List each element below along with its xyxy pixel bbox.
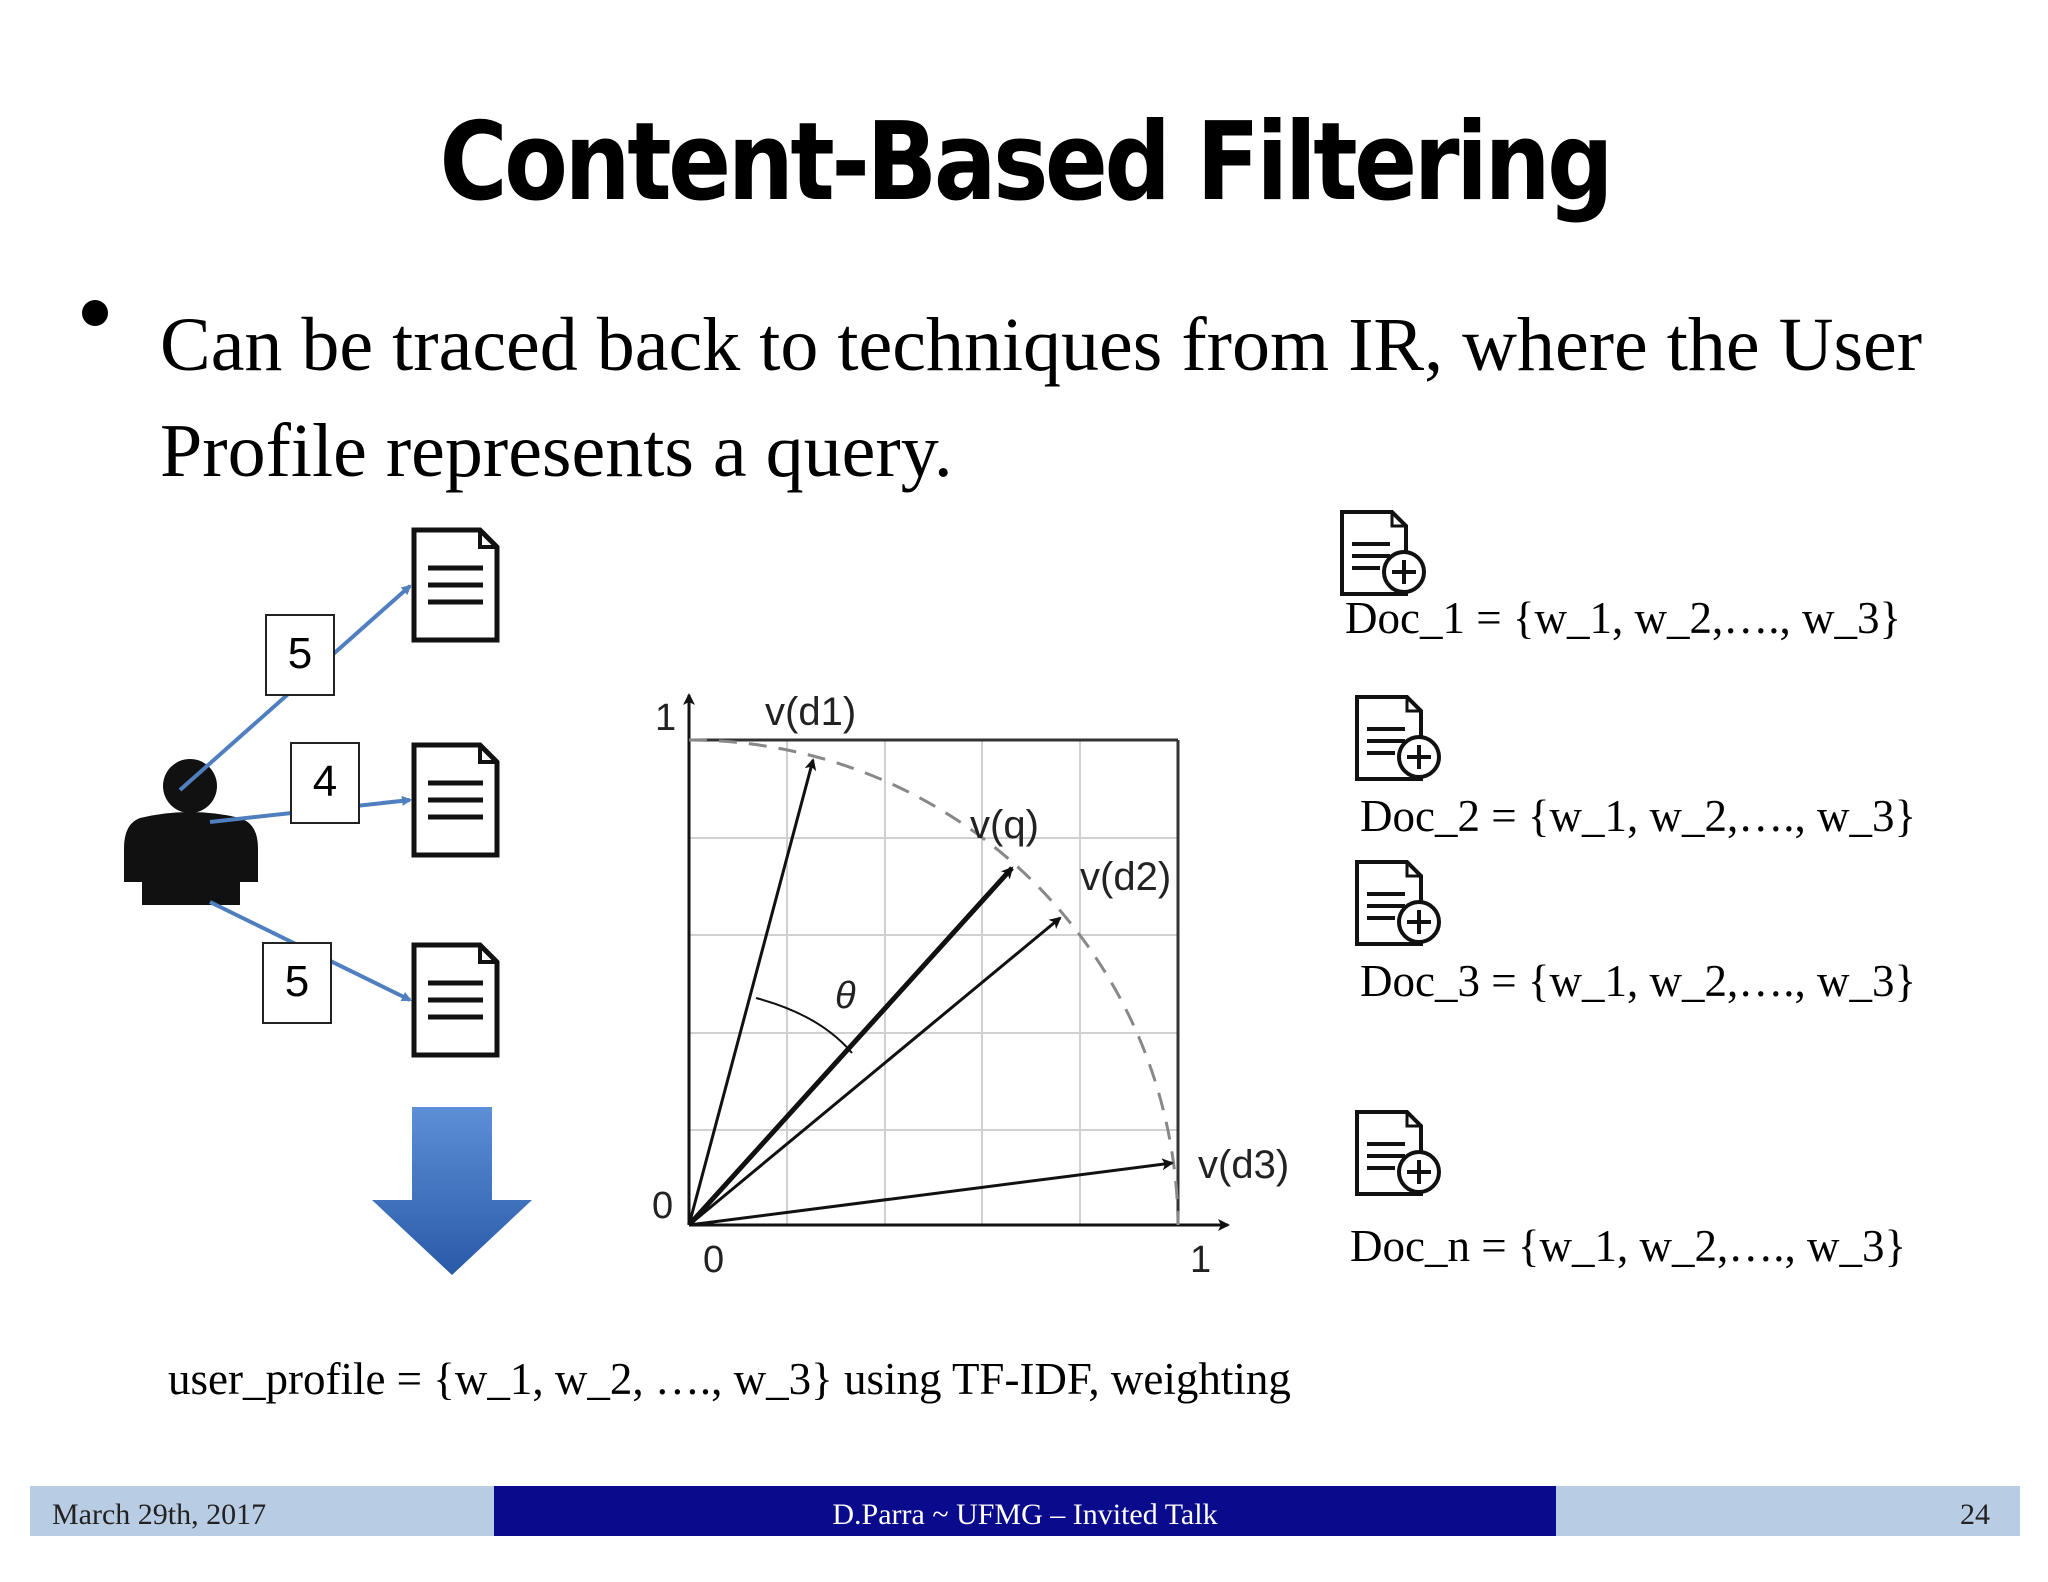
vector-d2 [688,916,1062,1227]
vector-label: v(d1) [765,690,856,734]
document-vector-text: Doc_n = {w_1, w_2,…., w_3} [1350,1221,1907,1271]
footer-center-band [494,1486,1556,1536]
angle-arc [755,997,853,1054]
vector-label: v(q) [970,803,1039,847]
document-vector-text: Doc_1 = {w_1, w_2,…., w_3} [1345,593,1902,643]
vector-label: v(d2) [1080,855,1171,899]
slide-title: Content-Based Filtering [439,100,1613,225]
document-icon [411,527,500,643]
vector-q [687,866,1014,1227]
add-document-icon [1340,510,1426,596]
document-icon [411,942,500,1058]
vector-d1 [687,758,817,1226]
angle-label: θ [835,975,856,1017]
y-tick-label: 0 [652,1185,673,1227]
add-document-icon [1355,860,1441,946]
user-profile-text: user_profile = {w_1, w_2, …., w_3} using… [168,1354,1291,1404]
add-document-icon [1355,1110,1441,1196]
x-tick-label: 1 [1190,1239,1211,1281]
vector-d3 [688,1158,1174,1227]
footer-title: D.Parra ~ UFMG – Invited Talk [832,1498,1218,1531]
grid [689,740,1178,1225]
down-arrow-icon [372,1107,532,1275]
vector-label: v(d3) [1198,1143,1289,1187]
document-icon [411,742,500,858]
user-icon [124,759,258,905]
page-number: 24 [1960,1498,1990,1531]
bullet-marker [82,300,108,326]
document-vector-text: Doc_2 = {w_1, w_2,…., w_3} [1360,791,1917,841]
rating-box: 4 [290,742,360,824]
document-vector-text: Doc_3 = {w_1, w_2,…., w_3} [1360,956,1917,1006]
footer-date: March 29th, 2017 [52,1498,267,1531]
bullet-text: Can be traced back to techniques from IR… [160,303,1923,493]
y-tick-label: 1 [655,697,676,739]
x-tick-label: 0 [703,1239,724,1281]
rating-box: 5 [265,614,335,696]
rating-box: 5 [262,942,332,1024]
add-document-icon [1355,695,1441,781]
